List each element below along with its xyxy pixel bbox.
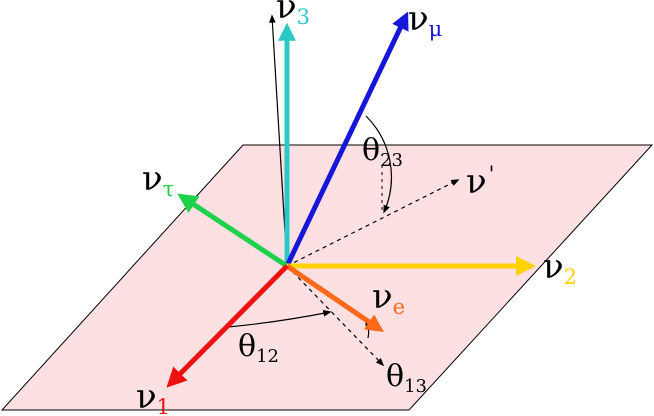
nu1-index: 1 [157,395,170,416]
nu-tau-index: τ [163,177,175,201]
nu-mu-label: νμ [408,0,442,41]
theta12-label: θ12 [238,329,279,367]
nu-mu-vector [284,11,409,268]
theta12-index: 12 [256,346,279,367]
nu-e-label: νe [372,277,405,319]
nu2-index: 2 [564,265,577,289]
theta12-arc [227,310,332,328]
nu1-label: ν1 [136,377,170,416]
theta23-arc [365,115,393,214]
nu1-vector [166,264,289,388]
nu-tau-label: ντ [142,159,174,201]
nu-e-index: e [393,295,405,319]
theta13-dashed-line [286,265,385,367]
nu-tau-vector [177,193,289,269]
mixing-plane [0,144,654,411]
nu-e-vector [285,263,384,333]
nu2-label: ν2 [543,247,577,289]
theta13-label: θ13 [386,359,427,397]
nu3-label: ν3 [276,0,310,29]
theta23-label: θ23 [362,133,403,171]
nu3-index: 3 [297,5,310,29]
theta23-index: 23 [380,150,403,171]
theta13-index: 13 [404,376,427,397]
nu-prime-label: ν' [466,162,494,202]
nu-mu-index: μ [429,17,443,41]
nu-prime-index: ' [489,162,495,186]
